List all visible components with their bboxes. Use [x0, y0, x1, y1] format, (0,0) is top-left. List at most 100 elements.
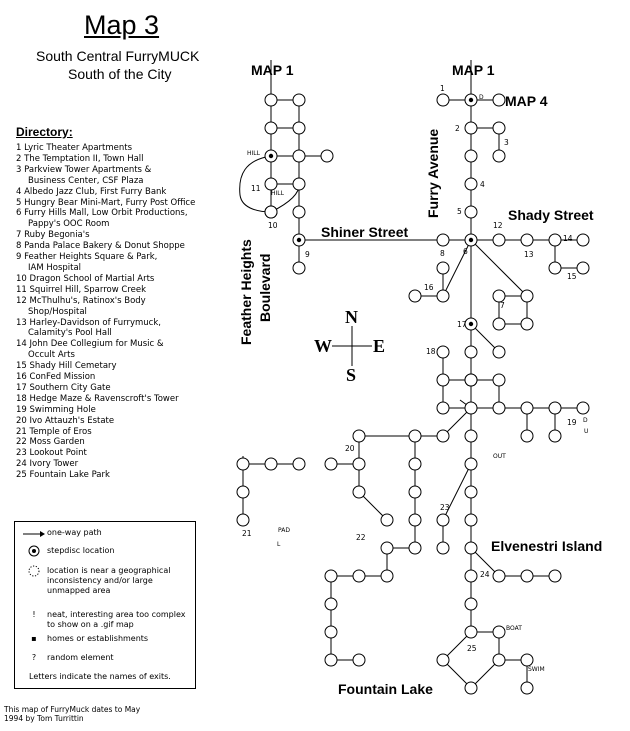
map-room	[576, 233, 590, 247]
map-room	[436, 261, 450, 275]
map-room	[464, 205, 478, 219]
map-room	[576, 401, 590, 415]
loc-20: 20	[345, 444, 355, 453]
loc-5: 5	[457, 207, 462, 216]
exit-hill-lower: HILL	[271, 190, 285, 197]
directory-item: 22 Moss Garden	[16, 437, 85, 448]
map-room	[492, 373, 506, 387]
loc-13: 13	[524, 250, 534, 259]
map-credit: This map of FurryMuck dates to May 1994 …	[4, 705, 141, 723]
map-room	[292, 205, 306, 219]
directory-item: 5 Hungry Bear Mini-Mart, Furry Post Offi…	[16, 197, 196, 208]
map-room	[292, 149, 306, 163]
directory-item: 24 Ivory Tower	[16, 459, 79, 470]
directory-item: 8 Panda Palace Bakery & Donut Shoppe	[16, 241, 185, 252]
compass-w: W	[314, 336, 332, 356]
map-room	[264, 93, 278, 107]
map1-right-label: MAP 1	[452, 62, 495, 78]
shiner-street-label: Shiner Street	[321, 224, 408, 240]
stepdisc-icon	[268, 153, 274, 159]
map-room	[264, 205, 278, 219]
directory-item: 25 Fountain Lake Park	[16, 470, 110, 481]
map-room	[492, 289, 506, 303]
map-room	[492, 149, 506, 163]
map-room	[436, 233, 450, 247]
directory-item: 23 Lookout Point	[16, 448, 87, 459]
exit-hill-upper: HILL	[247, 150, 261, 157]
map-room	[236, 513, 250, 527]
map-room	[436, 401, 450, 415]
directory-item: 6 Furry Hills Mall, Low Orbit Production…	[16, 208, 188, 230]
map-path	[442, 631, 472, 661]
furry-avenue-label: Furry Avenue	[425, 129, 441, 218]
directory-title: Directory:	[16, 125, 73, 139]
directory-item: 16 ConFed Mission	[16, 372, 96, 383]
directory-item: 20 Ivo Attauzh's Estate	[16, 415, 115, 426]
map-path	[442, 407, 472, 437]
loc-25: 25	[467, 644, 477, 653]
directory-item: 15 Shady Hill Cemetary	[16, 361, 117, 372]
map-room	[408, 541, 422, 555]
feather-heights-label: Feather Heights	[238, 239, 254, 345]
fountain-lake-label: Fountain Lake	[338, 681, 433, 697]
map-room	[464, 373, 478, 387]
map-room	[352, 457, 366, 471]
map-room	[464, 121, 478, 135]
map-room	[324, 653, 338, 667]
map-room	[324, 625, 338, 639]
map-room	[464, 457, 478, 471]
map-room	[520, 653, 534, 667]
directory-item: 19 Swimming Hole	[16, 404, 96, 415]
loc-16: 16	[424, 283, 434, 292]
boulevard-label: Boulevard	[257, 254, 273, 322]
compass-e: E	[373, 336, 385, 356]
map-room	[352, 569, 366, 583]
map-room	[492, 401, 506, 415]
directory-item: 17 Southern City Gate	[16, 382, 111, 393]
map-path	[442, 659, 472, 689]
map-room	[436, 513, 450, 527]
map-room	[292, 261, 306, 275]
map-room	[520, 401, 534, 415]
map-room	[548, 429, 562, 443]
exit-l: L	[277, 541, 281, 548]
map-room	[408, 457, 422, 471]
map-room	[548, 401, 562, 415]
map-room	[408, 429, 422, 443]
map-room	[492, 233, 506, 247]
map-room	[380, 541, 394, 555]
map-room	[492, 569, 506, 583]
map-room	[408, 289, 422, 303]
map-room	[436, 373, 450, 387]
loc-18: 18	[426, 347, 436, 356]
exit-u-swimming: U	[584, 428, 588, 435]
compass-n: N	[345, 307, 358, 327]
loc-23: 23	[440, 503, 450, 512]
map-subtitle-area: South of the City	[68, 66, 172, 82]
map-room	[464, 569, 478, 583]
directory-item: 18 Hedge Maze & Ravenscroft's Tower	[16, 393, 179, 404]
map-room	[464, 625, 478, 639]
map-room	[380, 569, 394, 583]
map-room	[464, 429, 478, 443]
map-room	[464, 345, 478, 359]
map-room	[464, 177, 478, 191]
map-room	[380, 513, 394, 527]
map-room	[352, 485, 366, 499]
stepdisc-icon	[28, 545, 40, 557]
map-room	[492, 317, 506, 331]
loc-21: 21	[242, 529, 252, 538]
loc-14: 14	[563, 234, 573, 243]
map-path	[470, 239, 528, 297]
map-room	[520, 681, 534, 695]
loc-11: 11	[251, 184, 261, 193]
stepdisc-icon	[468, 321, 474, 327]
dotted-circle-icon	[28, 565, 40, 577]
map-room	[464, 149, 478, 163]
directory-item: 3 Parkview Tower Apartments &Business Ce…	[16, 164, 152, 186]
map-rooms	[236, 93, 590, 695]
compass-rose: N S E W	[314, 307, 385, 385]
loc-6: 6	[463, 247, 468, 256]
